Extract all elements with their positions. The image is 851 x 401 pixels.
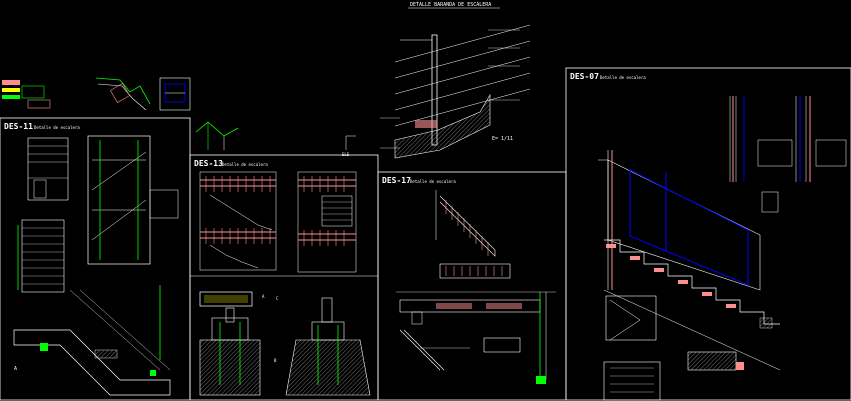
sheet-id-3: DES-17 [382,176,411,185]
sheet-subtitle-3: Detalle de escalera [410,179,456,184]
rail-lines [394,24,531,127]
sheet-subtitle-4: Detalle de escalera [600,75,646,80]
sheet-headers: DES-11 Detalle de escalera DES-13 Detall… [4,72,646,185]
des-13-content: A B C [190,171,378,396]
mark-c: C [276,296,279,301]
scale-note: E= 1/11 [492,136,513,142]
des-11-content: A [13,135,179,396]
detail-baranda: DETALLE BARANDA DE ESCALERA E= 1/11 [380,2,531,159]
sheet-subtitle-1: Detalle de escalera [34,125,80,130]
sheet-subtitle-2: Detalle de escalera [222,162,268,167]
frame-des-07 [565,67,851,401]
sheet-id-2: DES-13 [194,159,223,168]
mark-a-1: A [14,366,17,372]
des-17-content [396,190,556,384]
mini-details: ELE [2,77,356,157]
des-07-content [598,96,847,401]
mark-a-2: A [262,294,265,299]
mark-b: B [274,358,277,363]
sheet-id-1: DES-11 [4,122,33,131]
sheet-frames [0,67,851,401]
small-tag: ELE [342,152,350,157]
frame-des-17 [377,171,567,401]
top-title: DETALLE BARANDA DE ESCALERA [410,2,491,8]
sheet-id-4: DES-07 [570,72,599,81]
